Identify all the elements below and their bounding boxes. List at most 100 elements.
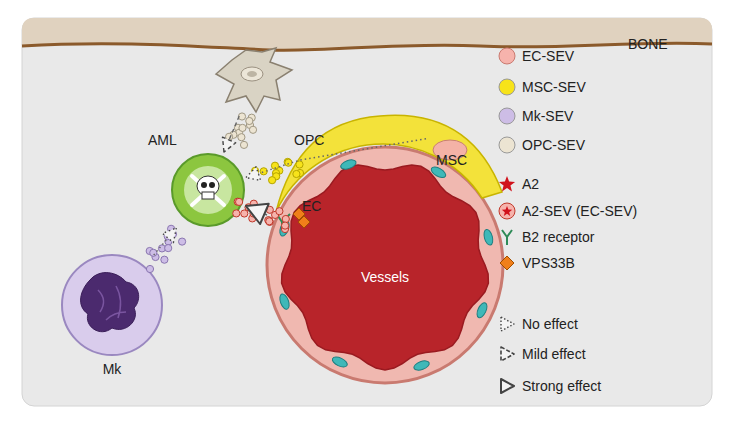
legend-row: Strong effect: [498, 377, 708, 397]
vesicle: [146, 265, 153, 272]
bone-edge: [22, 43, 712, 50]
arrow-sample: [501, 317, 514, 331]
vesicle: [266, 218, 273, 225]
legend-swatch: [498, 377, 516, 395]
vesicle: [260, 204, 267, 211]
vesicle: [260, 168, 267, 175]
arrow-head: [163, 228, 177, 243]
aml-cell: [172, 154, 244, 226]
illustration-part: [81, 273, 139, 332]
ec-nucleus: [331, 355, 349, 369]
arrow-head: [246, 167, 261, 181]
connector-line: [154, 228, 177, 255]
ec-nucleus: [278, 220, 291, 238]
node-label: OPC: [294, 132, 324, 148]
vesicle: [266, 217, 273, 224]
illustration-part: [201, 182, 207, 188]
illustration-part: [216, 48, 292, 112]
vesicle: [238, 113, 245, 120]
illustration-part: [282, 165, 489, 370]
node-label: MSC: [436, 152, 467, 168]
msc-layer: [276, 115, 502, 212]
legend-text: Mk-SEV: [522, 108, 573, 124]
legend-text: EC-SEV: [522, 48, 574, 64]
vesicle: [271, 162, 278, 169]
legend-text: OPC-SEV: [522, 137, 585, 153]
legend-text: VPS33B: [522, 255, 575, 271]
mk-cell: [62, 255, 162, 355]
vesicle: [246, 117, 253, 124]
ec-nucleus: [278, 293, 291, 311]
legend-swatch: [498, 136, 516, 154]
legend-text: A2-SEV (EC-SEV): [522, 203, 637, 219]
effect-arrow: [223, 116, 240, 152]
legend-text: Mild effect: [522, 346, 586, 362]
effect-arrow: [246, 139, 426, 181]
ec-nucleus: [340, 158, 358, 171]
ec-nuclei: [278, 158, 494, 372]
legend-swatch: [498, 228, 516, 246]
illustration-part: [202, 192, 214, 199]
legend-row: Mk-SEV: [498, 107, 708, 127]
vesicle: [164, 233, 171, 240]
star-sample: [502, 206, 512, 216]
vesicle: [296, 161, 303, 168]
legend-swatch: [498, 202, 516, 220]
legend-swatch: [498, 345, 516, 363]
vesicle: [168, 225, 175, 232]
legend-text: Strong effect: [522, 378, 601, 394]
legend-row: MSC-SEV: [498, 78, 708, 98]
legend-swatch: [498, 315, 516, 333]
mk-cell: Mk: [62, 255, 162, 355]
arrow-head: [246, 204, 269, 224]
connector-line: [224, 116, 239, 152]
illustration-part: [209, 182, 215, 188]
arrow-head: [223, 137, 236, 152]
illustration-part: [267, 147, 503, 383]
legend-swatch: [498, 175, 516, 193]
vesicle: [150, 249, 157, 256]
vesicle: [165, 245, 172, 252]
vesicle: [245, 204, 252, 211]
receptor-sample: [502, 230, 512, 245]
illustration-part: [184, 166, 232, 214]
ec-nucleus: [482, 229, 494, 247]
legend-row: A2: [498, 175, 708, 195]
legend-swatch: [498, 47, 516, 65]
node-label: AML: [148, 132, 177, 148]
legend-text: B2 receptor: [522, 229, 594, 245]
connector-line: [246, 206, 267, 215]
illustration-part: [192, 176, 224, 205]
vesicles: [146, 113, 304, 273]
vesicle: [239, 124, 246, 131]
legend-text: A2: [522, 176, 539, 192]
illustration-part: [298, 216, 310, 228]
node-label: Vessels: [361, 269, 409, 285]
vesicle: [266, 218, 273, 225]
effect-arrow: [246, 204, 269, 224]
vesicle: [269, 177, 276, 184]
legend-text: No effect: [522, 316, 578, 332]
connector-line: [246, 139, 426, 178]
arrow-sample: [501, 379, 514, 393]
swatch-dot: [499, 203, 515, 219]
vesicle: [236, 198, 243, 205]
illustration-part: [241, 67, 263, 81]
illustration-part: [247, 71, 257, 77]
vessel: [267, 147, 503, 383]
vesicle: [179, 238, 186, 245]
vesicle: [161, 256, 168, 263]
vesicle: [284, 158, 291, 165]
vesicle: [282, 222, 289, 229]
marrow-ground: [22, 18, 712, 406]
aml-cell: AML: [170, 152, 246, 228]
legend-row: VPS33B: [498, 254, 708, 274]
ec-nucleus: [475, 301, 489, 319]
bone-band: [22, 18, 712, 50]
vesicle: [282, 215, 289, 222]
illustration-part: [276, 115, 502, 212]
legend-row: EC-SEV: [498, 47, 708, 67]
swatch-dot: [499, 48, 515, 64]
effect-arrow: [154, 228, 177, 255]
